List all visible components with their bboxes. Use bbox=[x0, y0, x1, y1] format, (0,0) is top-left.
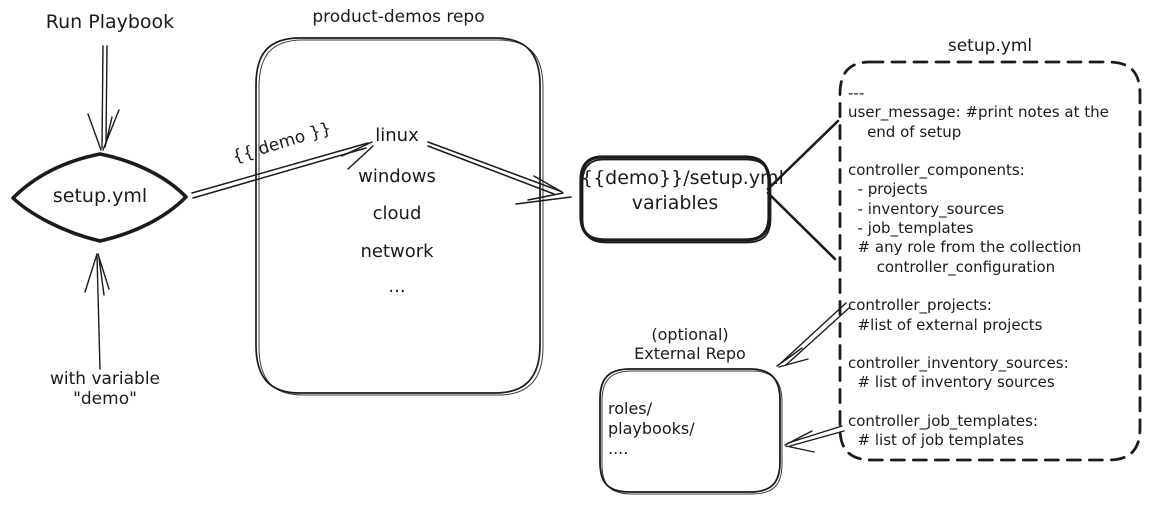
repo-item-ellipsis: ... bbox=[388, 276, 406, 297]
external-repo-box bbox=[599, 368, 783, 495]
setup-yml-file-content: --- user_message: #print notes at the en… bbox=[848, 84, 1109, 450]
projects-to-external-arrow bbox=[776, 302, 850, 368]
variables-box bbox=[579, 155, 772, 244]
with-variable-label: with variable "demo" bbox=[49, 369, 161, 409]
external-repo-optional-label: (optional) bbox=[651, 325, 729, 344]
linux-to-variables-arrow bbox=[427, 141, 572, 205]
product-demos-repo-title: product-demos repo bbox=[312, 7, 485, 27]
repo-item-windows: windows bbox=[358, 166, 436, 187]
setup-yml-dashed-box bbox=[838, 60, 1142, 462]
setup-yml-diamond bbox=[11, 152, 188, 243]
variables-box-line2: variables bbox=[631, 192, 719, 214]
external-repo-title: (optional) External Repo bbox=[600, 325, 780, 363]
run-playbook-label: Run Playbook bbox=[45, 11, 175, 33]
variables-to-setupyml-lines bbox=[766, 119, 840, 261]
repo-item-network: network bbox=[360, 241, 434, 262]
jobtemplates-to-external-arrow bbox=[784, 425, 845, 453]
setup-yml-file-title: setup.yml bbox=[947, 36, 1033, 56]
with-variable-arrow bbox=[84, 253, 110, 370]
product-demos-box bbox=[255, 37, 544, 396]
repo-item-cloud: cloud bbox=[372, 203, 422, 224]
demo-arrow bbox=[191, 141, 374, 199]
external-repo-title-line: External Repo bbox=[634, 344, 746, 363]
variables-box-label: {{demo}}/setup.yml variables bbox=[581, 166, 784, 216]
run-playbook-arrow bbox=[87, 45, 120, 151]
setup-yml-diamond-label: setup.yml bbox=[52, 185, 148, 207]
variables-box-line1: {{demo}}/setup.yml bbox=[581, 167, 784, 189]
external-repo-content: roles/ playbooks/ .... bbox=[608, 399, 695, 458]
repo-item-linux: linux bbox=[375, 125, 419, 146]
